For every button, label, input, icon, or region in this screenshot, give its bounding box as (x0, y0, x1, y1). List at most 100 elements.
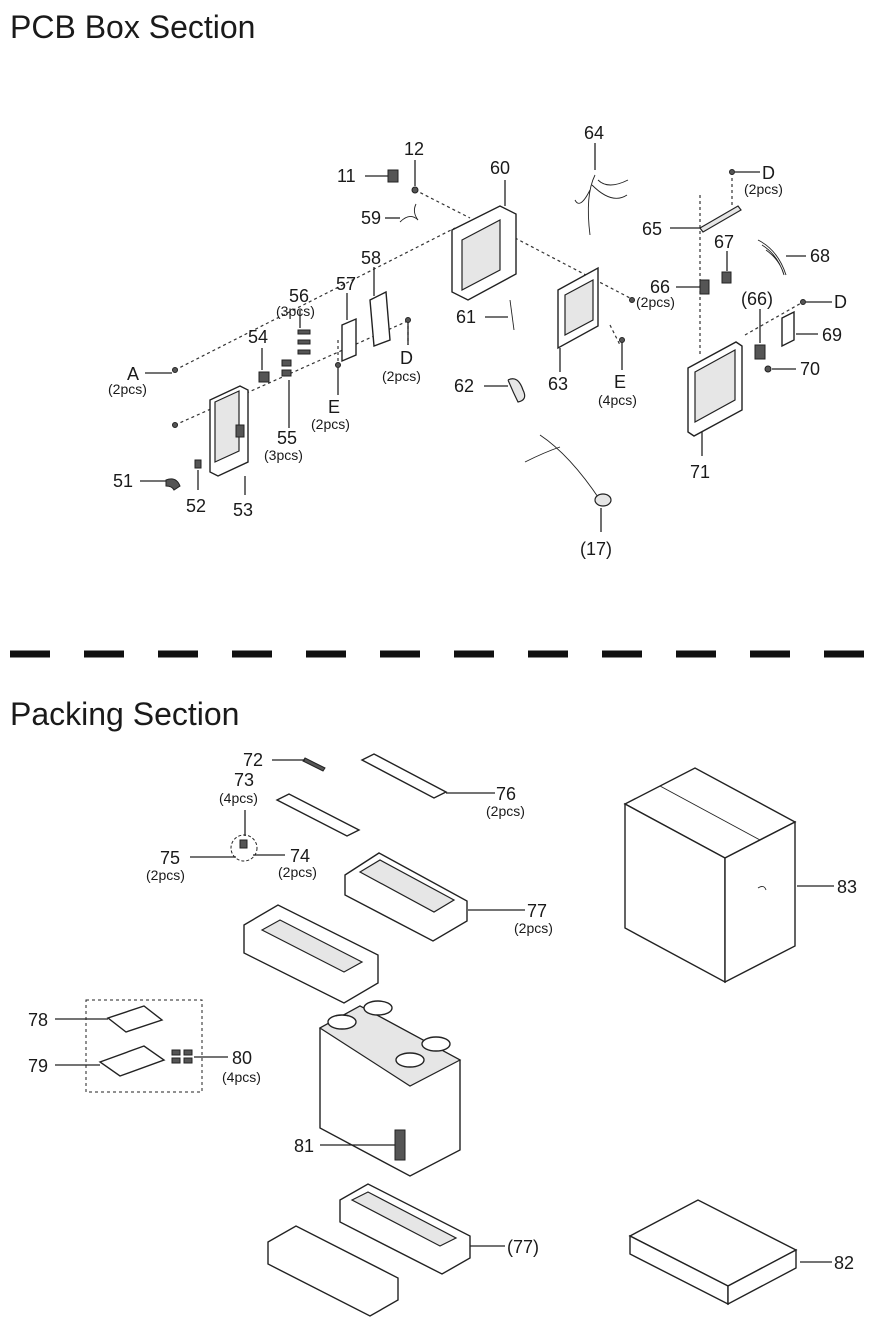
svg-text:55: 55 (277, 428, 297, 448)
packing-section-title: Packing Section (10, 696, 239, 732)
callout-D-mid: D (2pcs) (382, 317, 421, 384)
svg-text:83: 83 (837, 877, 857, 897)
svg-text:(66): (66) (741, 289, 773, 309)
part-65-bracket: 65 (642, 205, 742, 239)
callout-D-right: D (800, 292, 847, 312)
svg-text:69: 69 (822, 325, 842, 345)
svg-text:(2pcs): (2pcs) (311, 416, 350, 432)
svg-text:12: 12 (404, 139, 424, 159)
svg-text:68: 68 (810, 246, 830, 266)
part-68-wire-bundle: 68 (757, 239, 830, 276)
svg-text:67: 67 (714, 232, 734, 252)
part-69-cover-plate: 69 (781, 310, 842, 348)
svg-text:82: 82 (834, 1253, 854, 1273)
accessory-kit-group (85, 999, 203, 1093)
part-55-fuse: 55 (3pcs) (264, 359, 303, 463)
svg-text:64: 64 (584, 123, 604, 143)
part-74-clip: 74 (2pcs) (253, 846, 317, 880)
svg-text:(2pcs): (2pcs) (744, 181, 783, 197)
part-83-carton: 83 (623, 767, 857, 984)
svg-text:59: 59 (361, 208, 381, 228)
svg-text:81: 81 (294, 1136, 314, 1156)
part-77-top-foam-left (243, 904, 379, 1004)
part-75-clip: 75 (2pcs) (146, 848, 236, 883)
part-53-front-panel: 53 (209, 385, 253, 520)
svg-text:66: 66 (650, 277, 670, 297)
svg-text:77: 77 (527, 901, 547, 921)
part-62-cable: 62 (454, 376, 526, 403)
svg-text:(2pcs): (2pcs) (146, 867, 185, 883)
part-79-template: 79 (28, 1056, 100, 1076)
svg-text:52: 52 (186, 496, 206, 516)
svg-text:73: 73 (234, 770, 254, 790)
svg-text:62: 62 (454, 376, 474, 396)
callout-66-2pcs: (2pcs) (629, 294, 675, 310)
svg-text:(2pcs): (2pcs) (108, 381, 147, 397)
svg-text:(2pcs): (2pcs) (486, 803, 525, 819)
part-78-manual: 78 (28, 1010, 108, 1030)
svg-text:79: 79 (28, 1056, 48, 1076)
callout-E-2pcs: E (2pcs) (311, 362, 350, 432)
callout-A: A (2pcs) (108, 364, 178, 428)
part-77-bottom-foam: (77) (267, 1183, 539, 1317)
svg-text:61: 61 (456, 307, 476, 327)
svg-text:11: 11 (337, 166, 356, 186)
svg-text:(2pcs): (2pcs) (382, 368, 421, 384)
part-60-pcb-frame: 60 (451, 158, 517, 301)
callout-D-top: D (2pcs) (729, 163, 783, 197)
part-77-top-foam: 77 (2pcs) (344, 852, 553, 942)
part-82-tray: 82 (628, 1199, 854, 1306)
svg-text:(3pcs): (3pcs) (276, 303, 315, 319)
part-66-reference: (66) (741, 289, 773, 360)
svg-text:(2pcs): (2pcs) (514, 920, 553, 936)
part-59-clip: 59 (361, 203, 419, 228)
svg-text:D: D (400, 348, 413, 368)
part-71-pcb-base: 71 (687, 341, 743, 482)
svg-text:72: 72 (243, 750, 263, 770)
svg-text:(4pcs): (4pcs) (598, 392, 637, 408)
svg-text:56: 56 (289, 286, 309, 306)
part-61-cable: 61 (456, 299, 515, 331)
part-63-control-board: 63 (548, 266, 599, 394)
svg-text:D: D (834, 292, 847, 312)
svg-text:E: E (614, 372, 626, 392)
svg-text:71: 71 (690, 462, 710, 482)
part-66-terminal: 66 (650, 277, 710, 297)
svg-text:(3pcs): (3pcs) (264, 447, 303, 463)
svg-text:D: D (762, 163, 775, 183)
svg-text:78: 78 (28, 1010, 48, 1030)
part-81-main-unit: 81 (294, 1000, 462, 1177)
part-17-cable-assembly: (17) (524, 434, 612, 559)
part-57-terminal-block: 57 (336, 274, 357, 363)
svg-text:76: 76 (496, 784, 516, 804)
svg-text:(2pcs): (2pcs) (278, 864, 317, 880)
pcb-box-section-title: PCB Box Section (10, 9, 255, 45)
svg-text:(4pcs): (4pcs) (219, 790, 258, 806)
part-72-tape: 72 (243, 750, 326, 772)
svg-text:57: 57 (336, 274, 356, 294)
svg-text:74: 74 (290, 846, 310, 866)
part-52-nut: 52 (186, 459, 206, 516)
svg-text:(77): (77) (507, 1237, 539, 1257)
part-76-foam-strip: 76 (2pcs) (275, 753, 525, 837)
part-80-feet: 80 (4pcs) (194, 1048, 261, 1085)
callout-E-4pcs: E (4pcs) (598, 337, 637, 408)
part-54-switch: 54 (248, 327, 270, 383)
part-64-wire-harness: 64 (574, 123, 629, 236)
svg-text:70: 70 (800, 359, 820, 379)
svg-text:58: 58 (361, 248, 381, 268)
part-56-fuse: 56 (3pcs) (276, 286, 315, 355)
svg-text:(4pcs): (4pcs) (222, 1069, 261, 1085)
part-73-fastener: 73 (4pcs) (219, 770, 258, 862)
part-67-relay: 67 (714, 232, 734, 284)
svg-text:(2pcs): (2pcs) (636, 294, 675, 310)
svg-text:65: 65 (642, 219, 662, 239)
part-12-screw: 12 (404, 139, 424, 194)
svg-text:(17): (17) (580, 539, 612, 559)
svg-text:80: 80 (232, 1048, 252, 1068)
part-70-screw: 70 (764, 359, 820, 379)
part-51-elbow: 51 (113, 471, 181, 491)
svg-text:E: E (328, 397, 340, 417)
part-58-terminal-block: 58 (361, 248, 391, 347)
